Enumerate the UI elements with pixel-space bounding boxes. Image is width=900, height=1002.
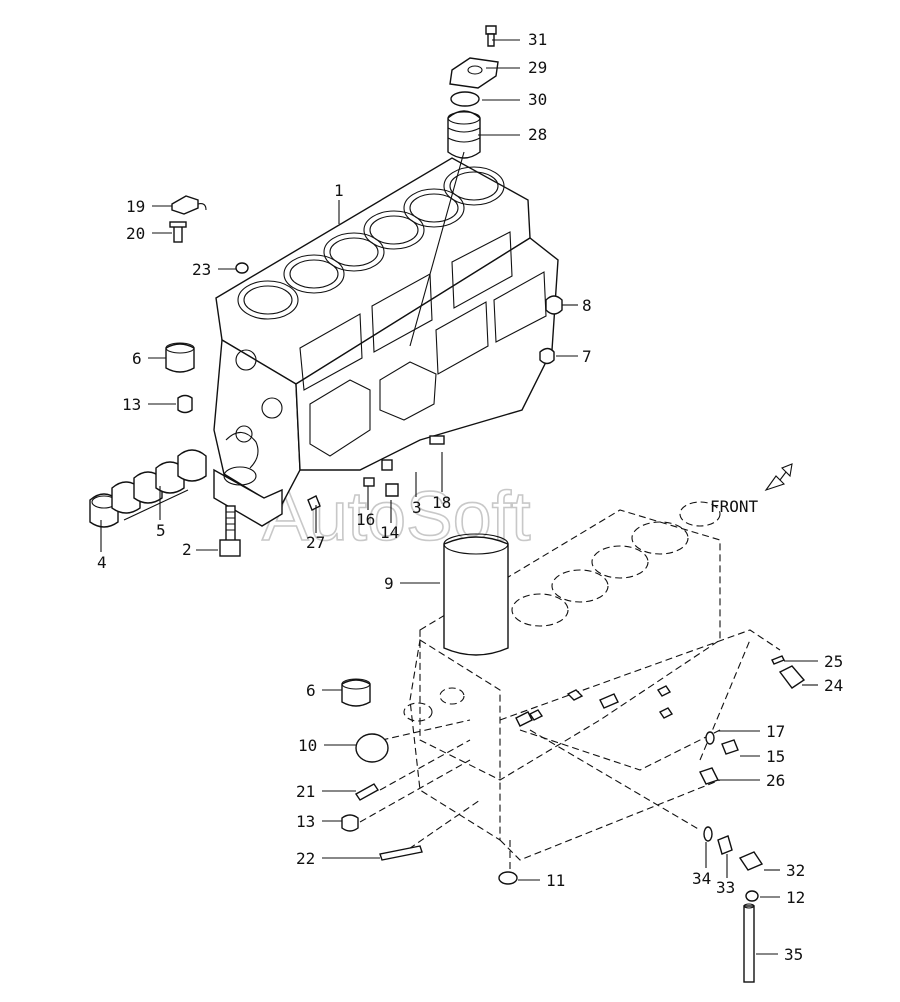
part-number-33: 33 [716,878,735,897]
part-number-4: 4 [97,553,107,572]
block-outline-lower [359,501,781,870]
part-number-14: 14 [380,523,399,542]
part-number-24: 24 [824,676,843,695]
part-number-31: 31 [528,30,547,49]
part-number-17: 17 [766,722,785,741]
part-number-12: 12 [786,888,805,907]
part-number-9: 9 [384,574,394,593]
part-number-7: 7 [582,347,592,366]
part-number-28: 28 [528,125,547,144]
front-label: FRONT [710,497,759,516]
part-number-8: 8 [582,296,592,315]
part-number-5: 5 [156,521,166,540]
part-number-26: 26 [766,771,785,790]
part-number-13b: 13 [296,812,315,831]
lower-small-parts [341,655,806,983]
cylinder-block [213,157,559,527]
main-bearings [89,449,241,557]
front-arrow-icon [764,463,793,492]
part-number-15: 15 [766,747,785,766]
upper-small-parts [165,195,563,414]
part-number-13a: 13 [122,395,141,414]
part-number-23: 23 [192,260,211,279]
part-number-2: 2 [182,540,192,559]
front-indicator: FRONT [710,463,793,516]
cylinder-liner [443,533,509,656]
part-number-16: 16 [356,510,375,529]
part-number-22: 22 [296,849,315,868]
part-number-30: 30 [528,90,547,109]
part-number-34: 34 [692,869,711,888]
callout-labels: 31 29 30 28 1 19 20 23 8 6 7 13 5 4 2 16 3 18 14 27 9 25 24 6 17… [97,30,843,964]
part-number-35: 35 [784,945,803,964]
part-number-20: 20 [126,224,145,243]
part-number-29: 29 [528,58,547,77]
part-number-32: 32 [786,861,805,880]
part-number-6b: 6 [306,681,316,700]
part-number-25: 25 [824,652,843,671]
part-number-19: 19 [126,197,145,216]
part-number-11: 11 [546,871,565,890]
part-number-1: 1 [334,181,344,200]
part-number-18: 18 [432,493,451,512]
part-number-10: 10 [298,736,317,755]
part-number-21: 21 [296,782,315,801]
part-number-3: 3 [412,498,422,517]
part-number-6a: 6 [132,349,142,368]
block-bottom-fittings [307,435,445,511]
part-number-27: 27 [306,533,325,552]
cylinder-sleeve-parts [409,25,499,347]
